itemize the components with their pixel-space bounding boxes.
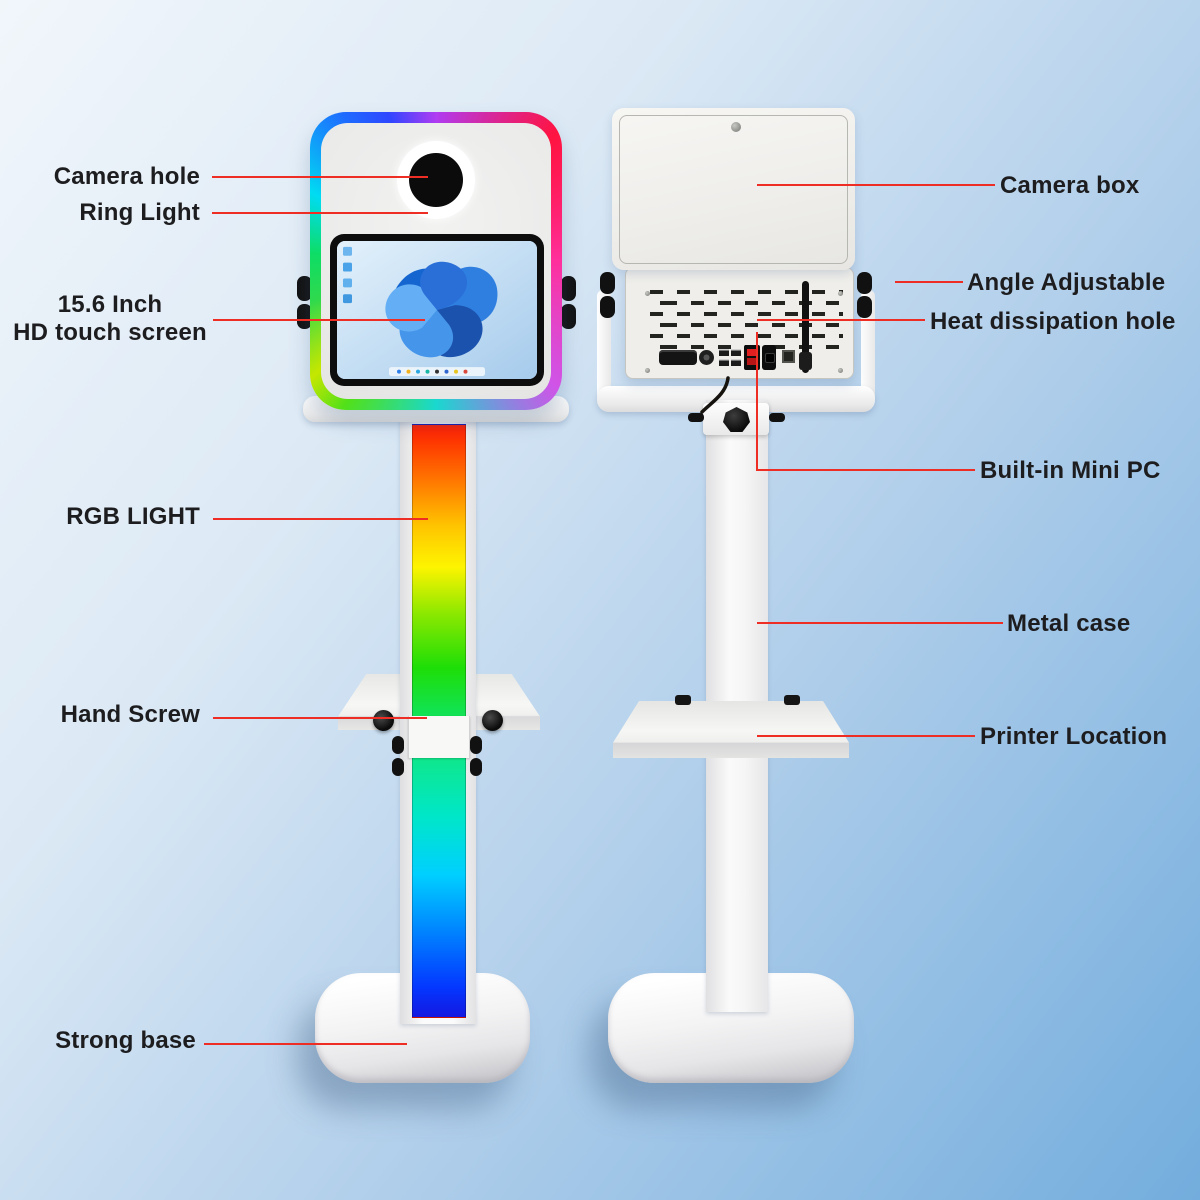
label-heat-dissipation-hole: Heat dissipation hole	[930, 308, 1176, 335]
panel-screw-icon	[645, 291, 650, 296]
ethernet-port[interactable]	[782, 350, 795, 363]
socket-hole	[765, 353, 775, 363]
hand-screw-right	[482, 710, 503, 731]
label-touch-screen: 15.6 Inch HD touch screen	[2, 291, 218, 347]
callout-line-ring-light	[212, 212, 428, 214]
pole-knob-icon	[392, 736, 404, 754]
touch-screen[interactable]	[337, 241, 537, 379]
usb-port[interactable]	[731, 349, 741, 356]
label-touch-screen-line1: 15.6 Inch	[57, 291, 163, 318]
usb-port[interactable]	[719, 349, 729, 356]
callout-line-touch-screen	[213, 319, 425, 321]
shelf-knob-icon	[784, 695, 800, 705]
printer-shelf	[613, 701, 849, 758]
fan-grille-icon	[699, 350, 714, 365]
head-side-knob-icon	[297, 276, 312, 301]
label-camera-hole: Camera hole	[53, 163, 200, 190]
angle-knob-icon	[600, 272, 615, 294]
callout-line-printer-location	[757, 735, 975, 737]
pole-knob-icon	[470, 758, 482, 776]
hand-screw-left	[373, 710, 394, 731]
power-socket[interactable]	[762, 345, 776, 370]
label-camera-box: Camera box	[1000, 172, 1140, 199]
angle-knob-icon	[857, 272, 872, 294]
wifi-antenna	[802, 281, 809, 373]
camera-hole	[409, 153, 463, 207]
label-touch-screen-line2: HD touch screen	[13, 319, 207, 346]
label-hand-screw: Hand Screw	[60, 701, 200, 728]
touch-screen-bezel	[330, 234, 544, 386]
callout-line-metal-case	[757, 622, 1003, 624]
power-cable	[700, 376, 730, 414]
label-ring-light: Ring Light	[79, 199, 200, 226]
head-side-knob-icon	[561, 276, 576, 301]
label-angle-adjustable: Angle Adjustable	[967, 269, 1166, 296]
heat-dissipation-holes	[650, 301, 843, 305]
camera-box-seam	[619, 115, 848, 264]
callout-line-camera-box	[757, 184, 995, 186]
head-side-knob-icon	[297, 304, 312, 329]
antenna-base	[799, 352, 812, 370]
panel-screw-icon	[645, 368, 650, 373]
mount-side-screw-icon	[688, 413, 704, 422]
label-metal-case: Metal case	[1007, 610, 1131, 637]
angle-knob-icon	[600, 296, 615, 318]
label-printer-location: Printer Location	[980, 723, 1168, 750]
heat-dissipation-holes	[650, 323, 843, 327]
angle-knob-icon	[857, 296, 872, 318]
heat-dissipation-holes	[650, 290, 843, 294]
label-built-in-mini-pc: Built-in Mini PC	[980, 457, 1161, 484]
switch-rocker	[747, 358, 757, 365]
label-rgb-light: RGB LIGHT	[66, 503, 200, 530]
panel-screw-icon	[838, 291, 843, 296]
callout-line-mini-pc	[756, 469, 975, 471]
heat-dissipation-holes	[650, 312, 843, 316]
usb-port[interactable]	[731, 359, 741, 366]
callout-line-strong-base	[204, 1043, 407, 1045]
callout-line-hand-screw	[213, 717, 427, 719]
callout-line-heat-dissipation	[757, 319, 925, 321]
head-side-knob-icon	[561, 304, 576, 329]
camera-box	[612, 108, 855, 270]
callout-line-rgb-light	[213, 518, 428, 520]
callout-line-camera-hole	[212, 176, 428, 178]
callout-line-mini-pc-vertical	[756, 332, 758, 471]
shelf-knob-icon	[675, 695, 691, 705]
pole-knob-icon	[392, 758, 404, 776]
callout-line-angle-adjustable	[895, 281, 963, 283]
taskbar[interactable]	[389, 367, 485, 377]
windows-wallpaper	[337, 241, 537, 379]
label-strong-base: Strong base	[55, 1027, 196, 1054]
usb-port[interactable]	[719, 359, 729, 366]
switch-rocker	[747, 349, 757, 356]
desktop-icons[interactable]	[343, 246, 352, 304]
mount-side-screw-icon	[769, 413, 785, 422]
panel-screw-icon	[838, 368, 843, 373]
bloom-flower	[385, 261, 498, 358]
camera-box-screw-icon	[731, 122, 741, 132]
pole-knob-icon	[470, 736, 482, 754]
heat-dissipation-holes	[650, 334, 843, 338]
pole-clamp-band	[408, 716, 470, 758]
recessed-handle	[659, 350, 697, 365]
